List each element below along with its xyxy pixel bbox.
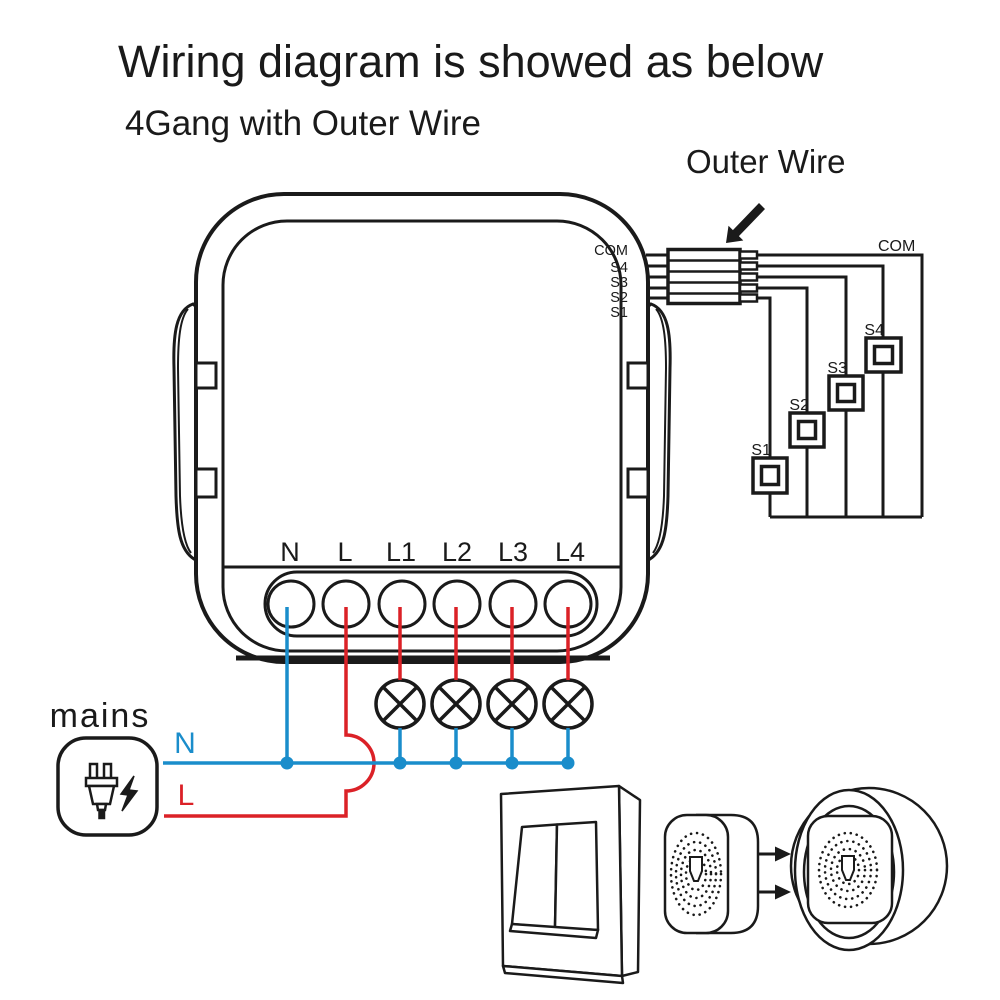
lamp-icon-2 (430, 678, 482, 730)
module-inner-shell (221, 219, 623, 653)
switch-bank-labels: S1 S2 S3 S4 (751, 322, 884, 459)
junction-dot (505, 756, 519, 770)
clip-tabs (194, 361, 650, 499)
junction-dot (280, 756, 294, 770)
speaker-dot-rings (817, 831, 879, 909)
rocker-bottom-lip (508, 922, 600, 940)
signal-terminal-labels: COM S4 S3 S2 S1 (594, 243, 628, 321)
switch-bank (751, 253, 924, 519)
terminal-label-l: L (337, 537, 352, 567)
terminal-label-l3: L3 (498, 537, 528, 567)
signal-label-s4: S4 (610, 260, 628, 276)
wire-s2 (757, 286, 809, 517)
power-terminal-labels: N L L1 L2 L3 L4 (280, 537, 585, 567)
lamp-icons (374, 678, 594, 730)
switch-bank-com-label: COM (878, 238, 915, 255)
wire-s1 (757, 296, 772, 517)
lightning-icon (119, 775, 139, 812)
junction-dot (449, 756, 463, 770)
signal-label-s2: S2 (610, 290, 628, 306)
connector-pins (738, 250, 759, 303)
mains-label: mains (50, 697, 151, 735)
module-illustration (172, 192, 672, 664)
terminal-label-l4: L4 (555, 537, 585, 567)
switch-label-s1: S1 (751, 442, 771, 459)
rocker-button-right (553, 820, 600, 932)
arrow-right-icon (757, 846, 791, 862)
wall-switch-bottom (501, 964, 625, 985)
switch-s2-icon (788, 411, 826, 449)
terminal-label-l1: L1 (386, 537, 416, 567)
switch-s1-icon (751, 456, 789, 495)
wire-s3 (757, 275, 848, 517)
lamp-icon-1 (374, 678, 426, 730)
junction-dots (280, 756, 575, 770)
outer-wire-arrow-icon (726, 203, 765, 243)
live-wires (164, 607, 570, 818)
smart-module-illustration (663, 813, 760, 935)
outer-wire-connector (646, 247, 759, 306)
signal-label-com: COM (594, 243, 628, 259)
smart-module-side (696, 813, 760, 935)
terminal-label-l2: L2 (442, 537, 472, 567)
wire-com (757, 253, 924, 517)
subtitle: 4Gang with Outer Wire (125, 104, 481, 143)
page-title: Wiring diagram is showed as below (118, 36, 824, 87)
keyhole-icon (689, 856, 703, 882)
junction-dot (393, 756, 407, 770)
wall-switch-illustration (499, 784, 642, 985)
terminal-label-n: N (280, 537, 300, 567)
arrow-right-icon (757, 884, 791, 900)
switch-s3-icon (827, 374, 865, 412)
keyhole-icon (841, 855, 855, 881)
mains-illustration (56, 736, 159, 837)
wire-s4 (757, 264, 885, 517)
install-arrows (757, 846, 791, 900)
connector-block-dividers (668, 259, 740, 295)
live-wire-l (164, 607, 376, 818)
plug-icon (84, 762, 119, 820)
signal-label-s3: S3 (610, 275, 628, 291)
round-box-illustration (789, 786, 949, 952)
connector-block (666, 247, 742, 306)
terminal-hole-n (266, 579, 316, 629)
terminal-hole-l1 (377, 579, 427, 629)
lamp-icon-4 (542, 678, 594, 730)
switch-s4-icon (864, 336, 903, 374)
switch-label-s2: S2 (789, 397, 809, 414)
outer-wire-label: Outer Wire (686, 143, 846, 180)
live-label: L (178, 779, 195, 812)
lamp-icon-3 (486, 678, 538, 730)
terminal-strip (263, 570, 599, 638)
module-outer-shell (194, 192, 650, 664)
connector-stub-wires (646, 253, 668, 300)
switch-label-s3: S3 (827, 360, 847, 377)
signal-label-s1: S1 (610, 305, 628, 321)
switch-label-s4: S4 (864, 322, 884, 339)
neutral-label: N (174, 727, 196, 760)
junction-dot (561, 756, 575, 770)
